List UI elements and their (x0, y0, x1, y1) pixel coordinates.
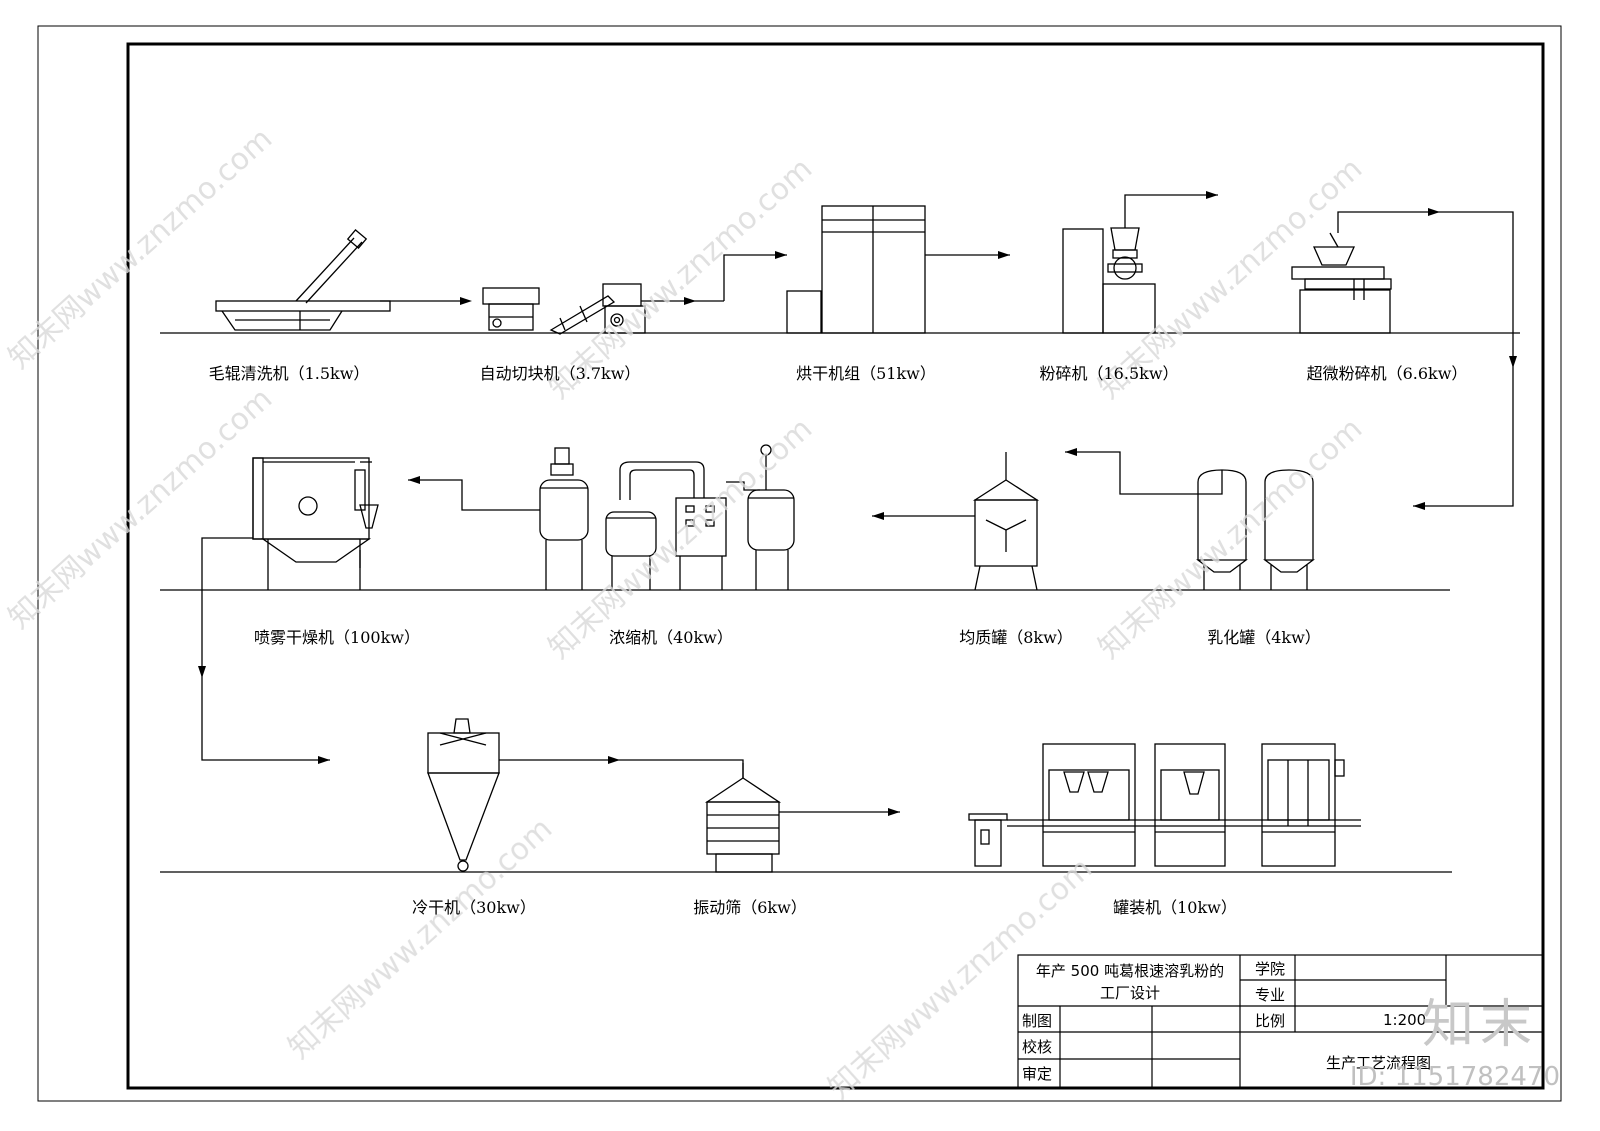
equipment-label-cold-dryer: 冷干机（30kw） (412, 898, 536, 917)
watermark-logo: 知末 (1421, 995, 1538, 1055)
project-title: 年产 500 吨葛根速溶乳粉的工厂设计 (1035, 962, 1225, 1002)
filling-machines (968, 743, 1361, 867)
title-block-grid (1017, 954, 1544, 1089)
dicer-machine (482, 283, 646, 335)
equipment-label-homogenizing-tank: 均质罐（8kw） (959, 628, 1073, 647)
flow-arrowheads (198, 191, 1517, 816)
flow-lines (201, 194, 1514, 813)
outer-border (37, 25, 1562, 1102)
equipment-label-dicer: 自动切块机（3.7kw） (479, 364, 641, 383)
scale-value: 1:200 (1383, 1011, 1427, 1029)
equipment-label-ultrafine-pulverizer: 超微粉碎机（6.6kw） (1306, 364, 1468, 383)
inner-frame (126, 42, 1545, 1090)
site-watermarks: 知末网www.znzmo.com 知末网www.znzmo.com 知末网www… (2, 121, 1369, 1106)
concentrator (539, 444, 795, 590)
site-watermark-7: 知末网www.znzmo.com (282, 811, 559, 1066)
equipment-label-concentrator: 浓缩机（40kw） (609, 628, 733, 647)
equipment-label-emulsifying-tank: 乳化罐（4kw） (1207, 628, 1321, 647)
equipment-label-vibrating-sieve: 振动筛（6kw） (693, 898, 807, 917)
spray-dryer (252, 457, 379, 590)
equipment-label-filling-machine: 罐装机（10kw） (1113, 898, 1237, 917)
homogenizing-tank (972, 452, 1040, 591)
scale-label: 比例 (1255, 1012, 1286, 1030)
approved-by-label: 审定 (1022, 1065, 1053, 1083)
school-label: 学院 (1255, 960, 1286, 978)
equipment-label-pulverizer: 粉碎机（16.5kw） (1039, 364, 1179, 383)
watermark-id: ID: 1151782470 (1349, 1062, 1560, 1092)
pulverizer (1062, 220, 1156, 334)
cold-dryer (427, 718, 500, 872)
vibrating-sieve (704, 763, 782, 873)
drawn-by-label: 制图 (1022, 1012, 1053, 1030)
major-label: 专业 (1255, 986, 1286, 1004)
washer-machine (215, 228, 391, 331)
dryer-group (786, 205, 926, 334)
checked-by-label: 校核 (1022, 1038, 1053, 1056)
equipment-label-spray-dryer: 喷雾干燥机（100kw） (254, 628, 420, 647)
equipment-label-washer: 毛辊清洗机（1.5kw） (208, 364, 370, 383)
site-watermark-4: 知末网www.znzmo.com (2, 381, 279, 636)
site-watermark-1: 知末网www.znzmo.com (2, 121, 279, 376)
drawing-name: 生产工艺流程图 (1326, 1054, 1432, 1072)
equipment-label-dryer-group: 烘干机组（51kw） (796, 364, 936, 383)
ultrafine-pulverizer (1291, 232, 1392, 334)
